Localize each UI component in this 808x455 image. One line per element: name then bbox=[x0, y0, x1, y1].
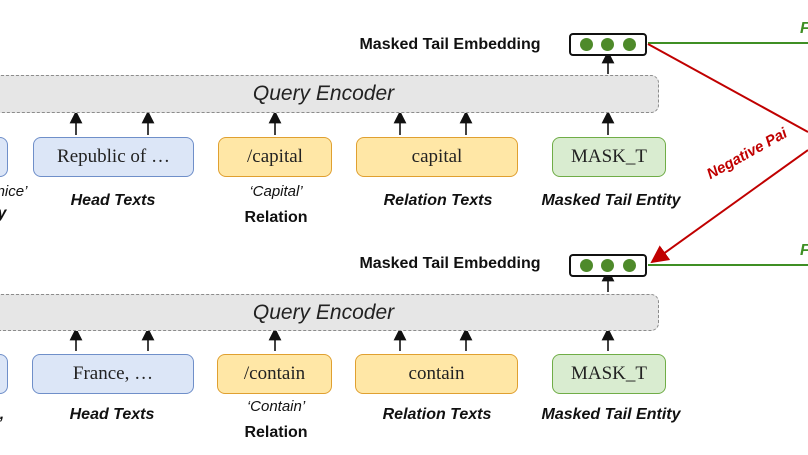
top-relation-quote: ‘Capital’ bbox=[249, 183, 303, 200]
bottom-mask-box: MASK_T bbox=[552, 354, 666, 394]
right-partial-top: F bbox=[800, 20, 808, 38]
top-left-partial-box bbox=[0, 137, 8, 177]
top-head-box: Republic of … bbox=[33, 137, 194, 177]
top-relation-texts-label: Relation Texts bbox=[383, 192, 493, 209]
bottom-embedding-vector bbox=[569, 254, 647, 277]
bottom-mask-label: Masked Tail Entity bbox=[541, 406, 681, 423]
embedding-dot bbox=[622, 38, 636, 51]
bottom-relation-label: Relation bbox=[244, 424, 308, 441]
bottom-head-label: Head Texts bbox=[69, 406, 155, 423]
top-encoder-label: Query Encoder bbox=[252, 82, 395, 105]
top-embedding-vector bbox=[569, 33, 647, 56]
top-embedding-label: Masked Tail Embedding bbox=[359, 36, 541, 53]
embedding-dot bbox=[601, 259, 615, 272]
embedding-dot bbox=[580, 259, 594, 272]
negative-line-top bbox=[647, 43, 808, 133]
top-relation-box: /capital bbox=[218, 137, 332, 177]
bottom-embedding-label: Masked Tail Embedding bbox=[359, 255, 541, 272]
bottom-left-partial-text: , bbox=[0, 406, 5, 423]
top-left-partial-quote: nice’ bbox=[0, 183, 28, 200]
bottom-input-arrows bbox=[69, 268, 615, 351]
bottom-relation-box: /contain bbox=[217, 354, 332, 394]
embedding-dot bbox=[601, 38, 615, 51]
bottom-left-partial-box bbox=[0, 354, 8, 394]
top-mask-label: Masked Tail Entity bbox=[541, 192, 681, 209]
bottom-relation-text-box: contain bbox=[355, 354, 518, 394]
right-partial-bottom: F bbox=[800, 242, 808, 260]
top-input-arrows bbox=[69, 50, 615, 135]
top-relation-text-box: capital bbox=[356, 137, 518, 177]
top-head-label: Head Texts bbox=[70, 192, 156, 209]
bottom-encoder-label: Query Encoder bbox=[252, 300, 395, 324]
top-mask-box: MASK_T bbox=[552, 137, 666, 177]
bottom-query-encoder: Query Encoder bbox=[0, 294, 659, 331]
top-left-partial-text: y bbox=[0, 205, 6, 223]
embedding-dot bbox=[622, 259, 636, 272]
embedding-dot bbox=[580, 38, 594, 51]
bottom-relation-quote: ‘Contain’ bbox=[246, 398, 306, 415]
top-relation-label: Relation bbox=[244, 209, 308, 226]
negative-line-bottom bbox=[650, 149, 808, 264]
bottom-head-box: France, … bbox=[32, 354, 194, 394]
bottom-relation-texts-label: Relation Texts bbox=[382, 406, 492, 423]
top-query-encoder: Query Encoder bbox=[0, 75, 659, 113]
